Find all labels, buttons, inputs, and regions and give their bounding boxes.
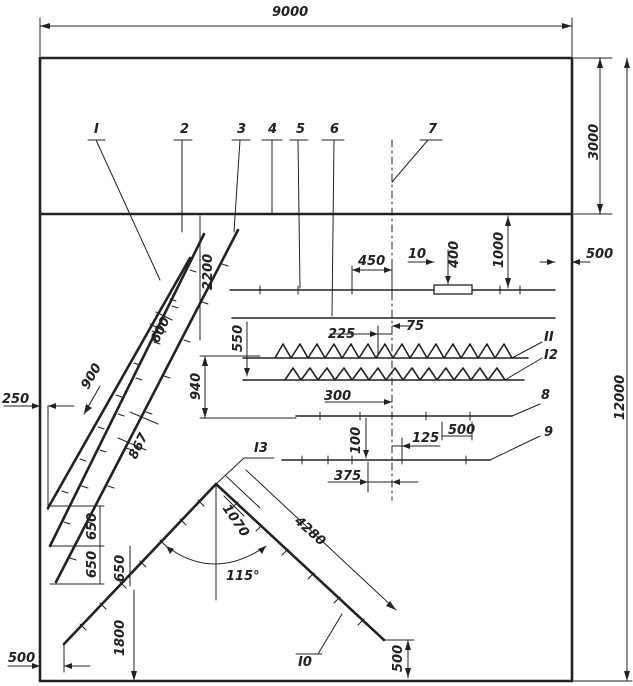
dim-1070: 1070 bbox=[219, 502, 252, 540]
label-7: 7 bbox=[428, 122, 438, 137]
insert-box bbox=[433, 284, 473, 295]
label-9: 9 bbox=[544, 425, 553, 440]
label-3: 3 bbox=[237, 122, 246, 137]
dims-zigzag: 225 75 550 940 bbox=[189, 319, 424, 419]
row-10-right-arm bbox=[214, 482, 386, 642]
dim-650-c: 650 bbox=[113, 555, 128, 582]
row-8: 8 300 bbox=[295, 388, 550, 421]
dim-650-a: 650 bbox=[85, 513, 100, 540]
dim-940: 940 bbox=[189, 373, 204, 400]
dim-125: 125 bbox=[412, 431, 439, 446]
dim-500-mid: 500 bbox=[448, 423, 475, 438]
diagonal-row-3 bbox=[54, 228, 240, 584]
dims-chevron: I3 115° 1070 4280 I0 500 1800 500 bbox=[7, 441, 415, 682]
dim-500-right: 500 bbox=[586, 247, 613, 262]
diagonal-row-2 bbox=[48, 232, 206, 548]
row-12-zigzag: I2 bbox=[242, 348, 558, 381]
dim-250: 250 bbox=[2, 392, 29, 407]
dim-650-b: 650 bbox=[85, 551, 100, 578]
dim-300: 300 bbox=[324, 389, 351, 404]
leader-labels: I 2 3 4 5 6 7 bbox=[87, 122, 443, 317]
dim-600: 600 bbox=[148, 315, 173, 346]
label-12: I2 bbox=[544, 348, 558, 363]
dim-450: 450 bbox=[357, 254, 385, 269]
row-11-zigzag: II bbox=[242, 330, 554, 359]
dims-row5: 450 10 400 1000 500 bbox=[351, 215, 613, 289]
dim-4280: 4280 bbox=[291, 513, 329, 549]
dim-500-bottom: 500 bbox=[391, 645, 406, 672]
label-4: 4 bbox=[267, 122, 277, 137]
label-13: I3 bbox=[254, 441, 268, 456]
dim-225: 225 bbox=[328, 327, 355, 342]
dim-500-left: 500 bbox=[8, 651, 35, 666]
label-10: I0 bbox=[298, 655, 312, 670]
dim-400: 400 bbox=[447, 241, 462, 269]
dim-10: 10 bbox=[408, 247, 426, 262]
dim-75: 75 bbox=[406, 319, 424, 334]
row-5 bbox=[229, 284, 556, 295]
outer-frame bbox=[38, 56, 574, 683]
label-6: 6 bbox=[330, 122, 339, 137]
row-9: 9 100 125 500 375 bbox=[281, 417, 553, 493]
dim-375: 375 bbox=[334, 469, 361, 484]
label-1: I bbox=[94, 122, 99, 137]
label-2: 2 bbox=[180, 122, 189, 137]
diagonal-row-1 bbox=[46, 256, 192, 510]
dimension-width: 9000 bbox=[39, 5, 573, 57]
dim-900: 900 bbox=[78, 361, 105, 392]
dim-1800: 1800 bbox=[113, 620, 128, 656]
dim-total-width: 9000 bbox=[272, 5, 308, 20]
label-8: 8 bbox=[541, 388, 550, 403]
dim-angle: 115° bbox=[226, 569, 260, 584]
dim-550: 550 bbox=[231, 325, 246, 352]
dim-top-height: 3000 bbox=[587, 124, 602, 160]
dimension-total-height: 12000 bbox=[573, 57, 633, 682]
dim-867: 867 bbox=[126, 430, 152, 462]
label-11: II bbox=[544, 330, 554, 345]
dim-1000: 1000 bbox=[492, 232, 507, 268]
label-5: 5 bbox=[296, 122, 305, 137]
row-13-left-arm bbox=[62, 482, 218, 646]
dimension-top-height: 3000 bbox=[573, 57, 613, 215]
dim-100: 100 bbox=[349, 427, 364, 454]
dim-2200: 2200 bbox=[201, 254, 216, 290]
dim-total-height: 12000 bbox=[613, 375, 628, 420]
